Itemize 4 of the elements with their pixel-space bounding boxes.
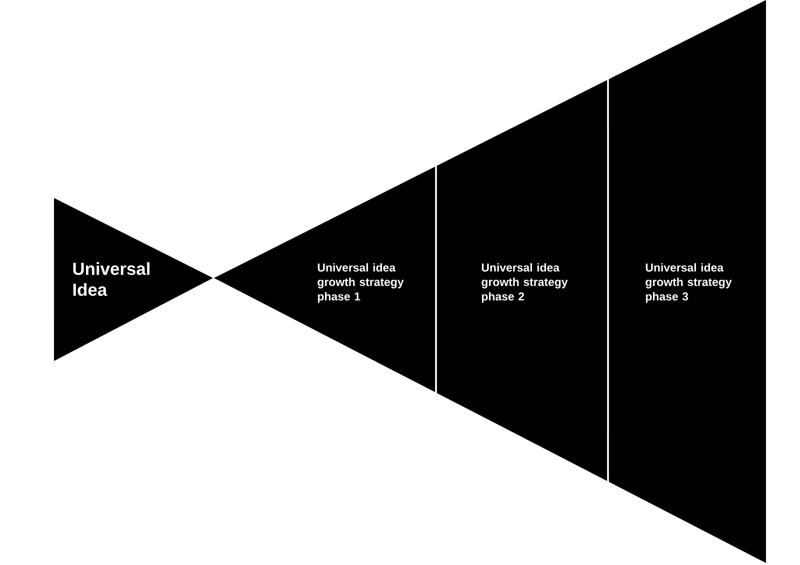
- funnel-segment: Universal idea growth strategy phase 2: [436, 80, 608, 481]
- funnel-segment: Universal idea growth strategy phase 3: [608, 0, 766, 563]
- triangle: Universal Idea: [54, 198, 213, 361]
- funnel-segment: Universal idea growth strategy phase 1: [214, 166, 436, 392]
